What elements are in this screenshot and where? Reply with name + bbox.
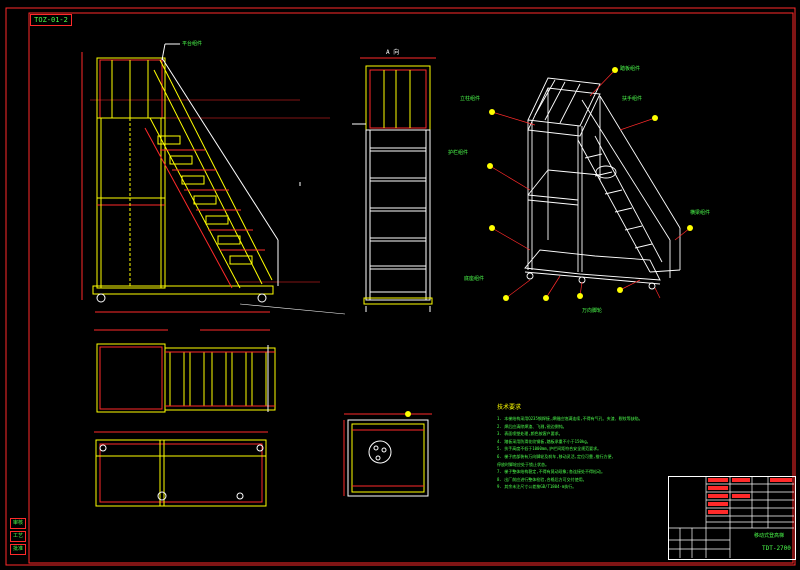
note-line: 5. 扶手高度不低于1000mm,护栏间距符合安全规范要求。 xyxy=(497,446,602,452)
note-line: 4. 踏板采用防滑花纹钢板,踏板承重不小于150kg。 xyxy=(497,438,591,444)
note-line: 停放时脚轮应处于锁止状态。 xyxy=(497,461,549,467)
note-line: 2. 焊后应清除焊渣、飞溅,锐边倒钝。 xyxy=(497,423,567,429)
isometric-view xyxy=(524,77,681,290)
inner-border xyxy=(28,12,794,564)
top-view xyxy=(94,329,276,413)
side-elevation-view xyxy=(81,43,346,315)
note-line: 9. 其余未注尺寸公差按GB/T1804-m执行。 xyxy=(497,484,577,490)
callout-label: 护栏组件 xyxy=(448,150,469,156)
isometric-balloons xyxy=(487,67,693,301)
callout-label: 踏板组件 xyxy=(620,66,641,72)
approval-tags: 审核 工艺 批准 xyxy=(10,518,26,557)
callout-label: 立柱组件 xyxy=(460,96,481,102)
drawing-name: 移动式登高梯 xyxy=(754,533,785,539)
callout-label: 万向脚轮 xyxy=(582,308,603,314)
title-block-grid xyxy=(668,476,794,558)
technical-notes: 技术要求 1. 本梯结构采用Q235钢焊接,焊缝应饱满连续,不得有气孔、夹渣、裂… xyxy=(497,402,707,491)
side-tag: 工艺 xyxy=(10,531,26,542)
note-line: 7. 梯子整体结构稳定,不得有晃动现象;各连接处不得松动。 xyxy=(497,469,606,475)
callout-label: 扶手组件 xyxy=(622,96,643,102)
outer-border xyxy=(5,7,796,566)
drawing-code: TDT-2700 xyxy=(762,545,791,552)
note-line: 3. 表面喷塑处理,颜色按客户要求。 xyxy=(497,431,563,437)
callout-label: 底座组件 xyxy=(464,276,485,282)
side-tag: 审核 xyxy=(10,518,26,529)
title-block-fills xyxy=(708,478,792,514)
base-frame-view xyxy=(94,431,268,507)
note-line: 8. 出厂前应进行整体检验,合格后方可交付使用。 xyxy=(497,476,587,482)
callout-label: 横梁组件 xyxy=(690,210,711,216)
detail-view xyxy=(343,411,432,497)
note-line: 1. 本梯结构采用Q235钢焊接,焊缝应饱满连续,不得有气孔、夹渣、裂纹等缺陷。 xyxy=(497,416,643,421)
side-tag: 批准 xyxy=(10,544,26,555)
front-view-a xyxy=(352,57,436,312)
section-label-a: A 向 xyxy=(386,49,400,56)
title-block xyxy=(668,476,796,560)
isometric-callouts xyxy=(489,69,691,299)
notes-title: 技术要求 xyxy=(497,404,522,411)
note-line: 6. 梯子底部装有万向脚轮及刹车,移动灵活,定位可靠,推行方便, xyxy=(497,453,614,459)
callout-label: 平台组件 xyxy=(182,41,203,47)
drawing-number-tag: TOZ-01-2 xyxy=(30,14,72,26)
